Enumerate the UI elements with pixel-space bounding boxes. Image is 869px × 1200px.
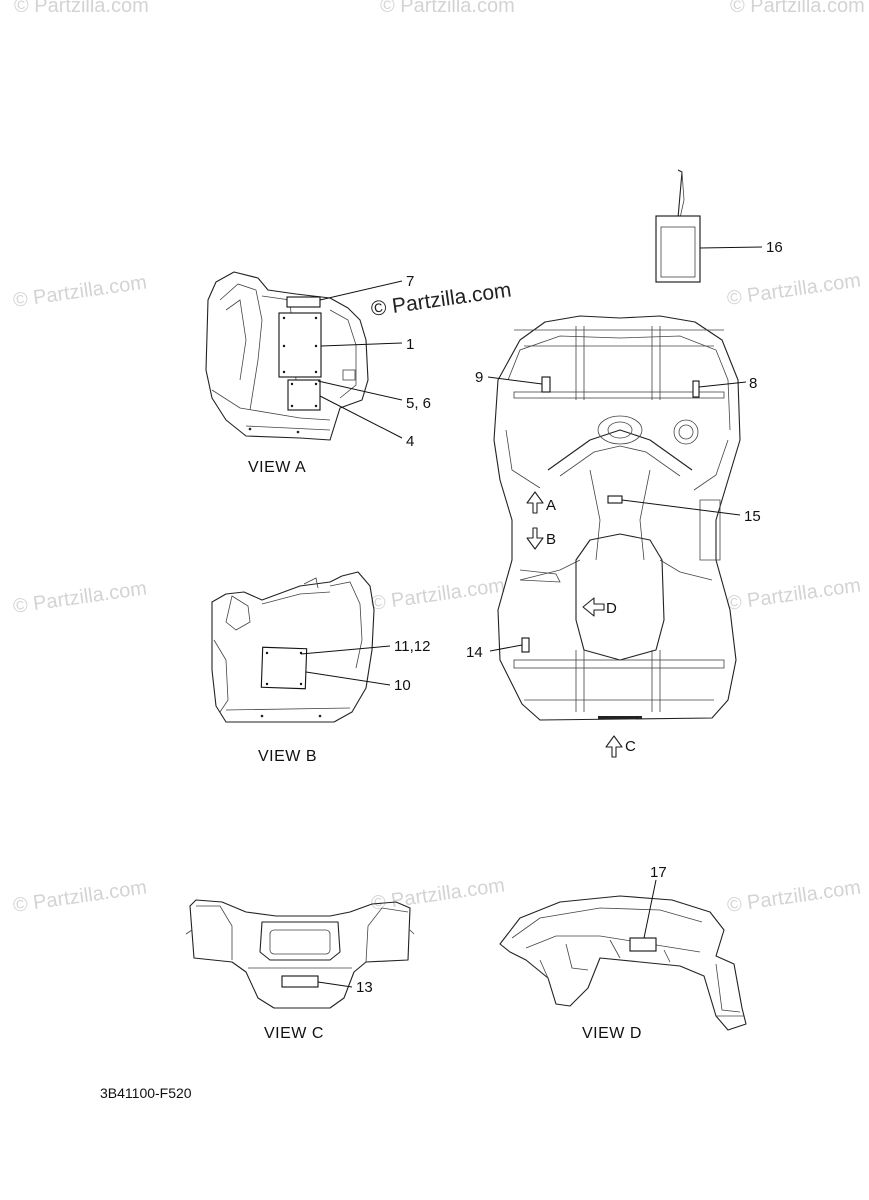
decal-15: [607, 495, 623, 504]
hang-tag: 16: [655, 169, 783, 283]
diagram-code: 3B41100-F520: [100, 1085, 192, 1101]
watermark: © Partzilla.com: [12, 876, 149, 917]
decal-8: [692, 380, 700, 398]
decal-1: [278, 312, 322, 378]
view-c-label: VIEW C: [264, 1025, 324, 1042]
view-b-side-panel: 11,12 10 VIEW B: [211, 571, 430, 765]
watermark: © Partzilla.com: [12, 271, 149, 312]
view-a-side-panel: 7 1 5, 6 4 VIEW A: [205, 271, 431, 476]
arrow-left-icon: [582, 597, 605, 617]
callout-8: 8: [749, 375, 757, 392]
watermark-center: © Partzilla.com: [369, 278, 512, 320]
view-arrow-b: B: [546, 531, 556, 548]
callout-10: 10: [394, 677, 411, 694]
watermark: © Partzilla.com: [730, 0, 865, 17]
arrow-down-icon: [526, 527, 544, 550]
view-d-seat-underside: 17 VIEW D: [499, 864, 747, 1042]
decal-17: [629, 937, 657, 952]
decal-16: [655, 215, 701, 283]
view-c-front-panel: 13 VIEW C: [185, 899, 415, 1042]
atv-top-view: A B D C 9 8 15 14: [466, 315, 761, 758]
watermark: © Partzilla.com: [370, 574, 507, 615]
decal-7: [286, 296, 321, 308]
view-arrow-c: C: [625, 738, 636, 755]
callout-4: 4: [406, 433, 414, 450]
arrow-up-icon: [605, 735, 623, 758]
view-arrow-d: D: [606, 600, 617, 617]
watermark: © Partzilla.com: [726, 876, 863, 917]
callout-16: 16: [766, 239, 783, 256]
callout-5-6: 5, 6: [406, 395, 431, 412]
arrow-up-icon: [526, 491, 544, 514]
decal-9: [541, 376, 551, 393]
callout-11-12: 11,12: [394, 638, 430, 655]
watermark: © Partzilla.com: [726, 269, 863, 310]
watermark-layer: © Partzilla.com © Partzilla.com © Partzi…: [12, 0, 865, 917]
watermark: © Partzilla.com: [726, 574, 863, 615]
view-b-label: VIEW B: [258, 748, 317, 765]
watermark: © Partzilla.com: [14, 0, 149, 17]
decal-14: [521, 637, 530, 653]
view-a-label: VIEW A: [248, 459, 306, 476]
callout-17: 17: [650, 864, 667, 881]
view-arrow-a: A: [546, 497, 556, 514]
view-d-label: VIEW D: [582, 1025, 642, 1042]
callout-7: 7: [406, 273, 414, 290]
callout-15: 15: [744, 508, 761, 525]
decal-4: [287, 379, 321, 411]
callout-13: 13: [356, 979, 373, 996]
watermark: © Partzilla.com: [380, 0, 515, 17]
callout-1: 1: [406, 336, 414, 353]
callout-14: 14: [466, 644, 483, 661]
callout-9: 9: [475, 369, 483, 386]
decal-13: [281, 975, 319, 988]
watermark: © Partzilla.com: [12, 577, 149, 618]
decal-10: [260, 646, 308, 690]
